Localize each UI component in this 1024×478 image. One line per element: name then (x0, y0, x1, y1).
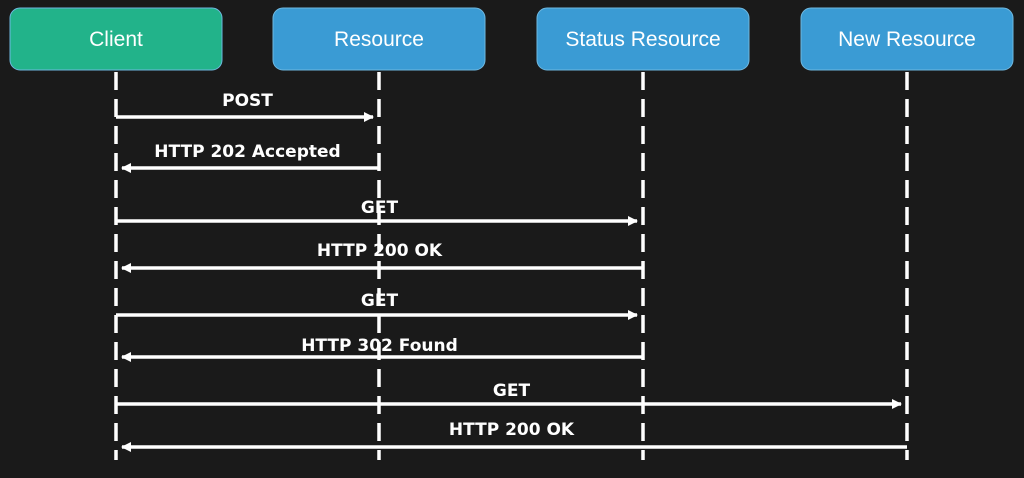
participant-box-resource (272, 7, 486, 71)
participant-box-client (9, 7, 223, 71)
participant-box-status (536, 7, 750, 71)
message-label-5: GET (361, 291, 399, 311)
message-4: HTTP 200 OK (121, 241, 643, 273)
participant-box-new (800, 7, 1014, 71)
participant-resource: Resource (272, 7, 486, 71)
message-2: HTTP 202 Accepted (121, 142, 379, 173)
participant-status: Status Resource (536, 7, 750, 71)
participant-label-new: New Resource (838, 28, 976, 51)
message-8: HTTP 200 OK (121, 420, 907, 452)
message-label-1: POST (222, 91, 273, 111)
participant-new: New Resource (800, 7, 1014, 71)
participant-label-resource: Resource (334, 28, 424, 51)
message-3: GET (116, 198, 638, 226)
message-label-7: GET (493, 381, 531, 401)
message-label-3: GET (361, 198, 399, 218)
message-label-2: HTTP 202 Accepted (154, 142, 340, 162)
message-label-8: HTTP 200 OK (449, 420, 575, 440)
message-1: POST (116, 91, 374, 122)
participant-client: Client (9, 7, 223, 71)
message-6: HTTP 302 Found (121, 336, 643, 362)
participants: Client Resource Status Resource New Resourc… (9, 7, 1014, 71)
message-5: GET (116, 291, 638, 320)
lifelines (114, 72, 909, 460)
message-7: GET (116, 381, 902, 409)
message-label-6: HTTP 302 Found (301, 336, 458, 356)
participant-label-client: Client (89, 28, 143, 51)
participant-label-status: Status Resource (565, 28, 720, 51)
message-label-4: HTTP 200 OK (317, 241, 443, 261)
